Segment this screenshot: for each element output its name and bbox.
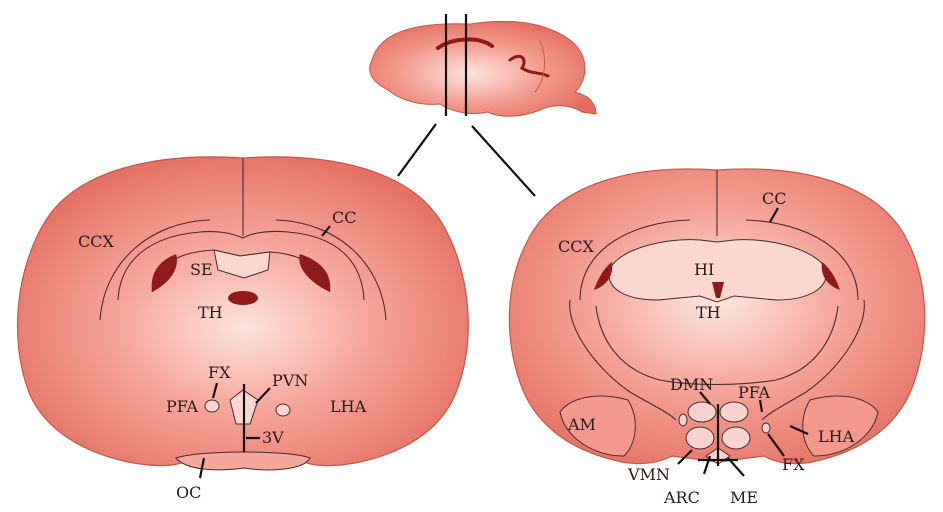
label-cc-left: CC xyxy=(332,208,356,227)
label-fx-right: FX xyxy=(782,455,805,474)
label-th-left: TH xyxy=(198,303,223,322)
label-ccx-right: CCX xyxy=(558,237,594,256)
label-pvn: PVN xyxy=(272,371,308,390)
label-fx-left: FX xyxy=(208,363,231,382)
label-vmn: VMN xyxy=(627,465,670,484)
coronal-section-right: CCX CC HI TH DMN PFA AM LHA FX VMN ARC M… xyxy=(509,169,924,507)
label-am: AM xyxy=(567,415,596,434)
connector-left xyxy=(398,124,436,176)
label-th-right: TH xyxy=(696,303,721,322)
label-lha-right: LHA xyxy=(818,427,855,446)
connector-right xyxy=(472,126,535,196)
label-hi: HI xyxy=(694,260,714,279)
label-cc-right: CC xyxy=(762,189,786,208)
label-lha-left: LHA xyxy=(330,397,367,416)
label-se: SE xyxy=(190,260,213,279)
label-pfa-right: PFA xyxy=(738,383,770,402)
label-ccx-left: CCX xyxy=(78,232,114,251)
label-pfa-left: PFA xyxy=(166,397,198,416)
label-dmn: DMN xyxy=(670,375,713,394)
label-3v: 3V xyxy=(262,428,284,447)
coronal-section-left: CCX CC SE TH FX PFA PVN LHA 3V OC xyxy=(17,157,468,502)
label-oc: OC xyxy=(176,483,201,502)
label-arc: ARC xyxy=(663,488,700,507)
label-me: ME xyxy=(730,488,758,507)
sagittal-brain-icon xyxy=(370,14,596,116)
